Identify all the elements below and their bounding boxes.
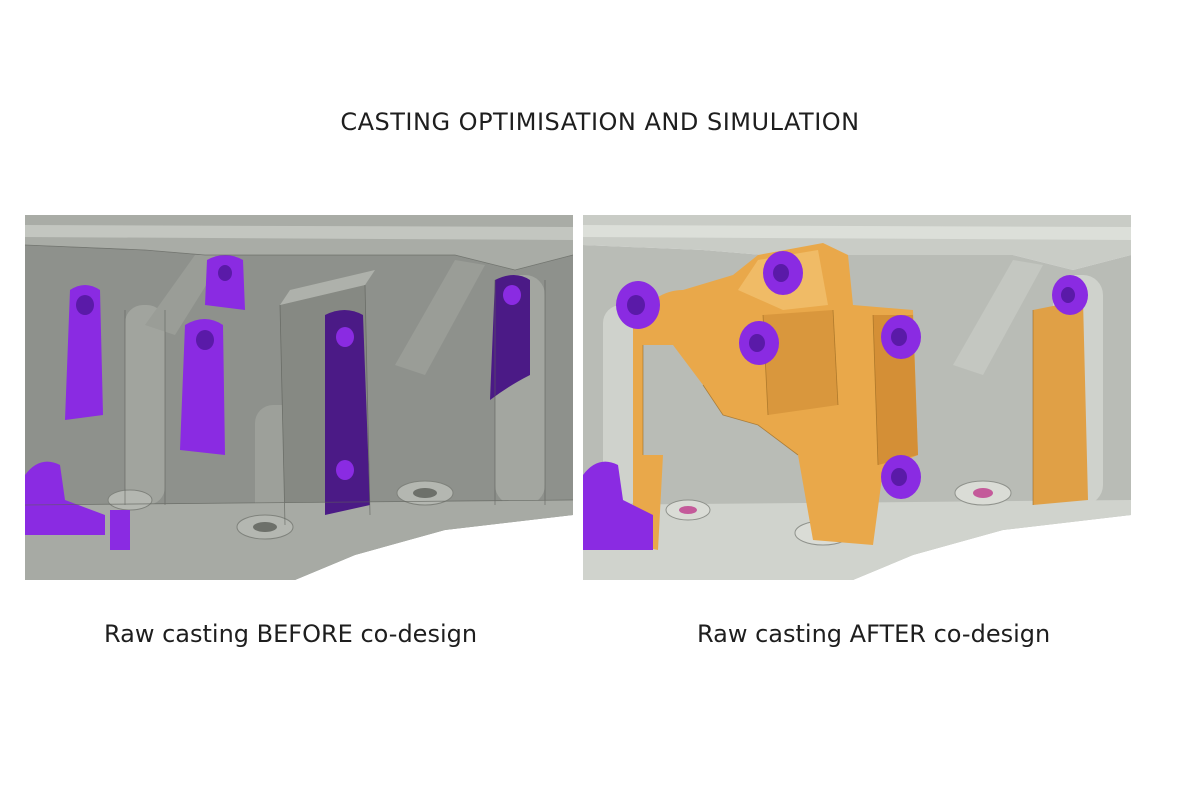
purple-corner xyxy=(25,461,130,550)
orange-codesign-structure xyxy=(633,243,1088,550)
purple-boss-5 xyxy=(881,455,921,499)
purple-corner xyxy=(583,461,653,550)
purple-boss-2 xyxy=(763,251,803,295)
purple-tab-4 xyxy=(325,310,370,515)
casting-after-image xyxy=(583,215,1131,580)
page-title: CASTING OPTIMISATION AND SIMULATION xyxy=(340,108,860,136)
purple-tab-3 xyxy=(180,319,225,455)
caption-after: Raw casting AFTER co-design xyxy=(697,620,1051,648)
casting-before-image xyxy=(25,215,573,580)
purple-boss-1 xyxy=(616,281,660,329)
purple-boss-4 xyxy=(881,315,921,359)
purple-boss-3 xyxy=(739,321,779,365)
purple-tab-2 xyxy=(205,255,245,310)
caption-before: Raw casting BEFORE co-design xyxy=(104,620,478,648)
purple-boss-6 xyxy=(1052,275,1088,315)
purple-tab-5 xyxy=(490,275,530,400)
purple-tab-1 xyxy=(65,285,103,420)
